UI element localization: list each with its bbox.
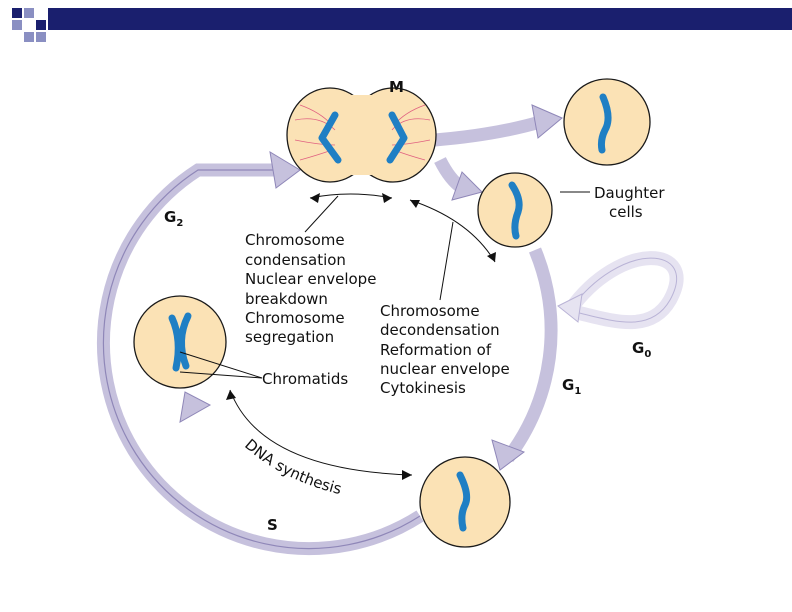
- header-bar: [48, 8, 792, 30]
- cycle-arc-edge: [102, 169, 421, 550]
- arrowhead-daughter-top: [531, 104, 563, 139]
- label-daughter-cells-line1: Daughter: [594, 184, 665, 202]
- label-right-block-1: decondensation: [380, 321, 500, 339]
- daughter-right-chromosome: [508, 181, 523, 240]
- arrowhead-to-m: [269, 151, 301, 189]
- label-right-block-4: Cytokinesis: [380, 379, 466, 397]
- arrow-decondensation-span: [409, 199, 496, 263]
- label-dna-synthesis: DNA synthesis: [241, 435, 343, 498]
- daughter-top-chromosome: [597, 93, 612, 154]
- header-square-6: [36, 32, 46, 42]
- arrowhead-daughter-right: [451, 171, 483, 201]
- pointer-chromatid-2: [179, 371, 263, 379]
- m-chromosome-right: [386, 111, 408, 164]
- label-chromatids: Chromatids: [262, 370, 348, 388]
- label-phase-g0-main: G: [632, 339, 644, 357]
- arrow-m-to-daughter-top: [434, 115, 542, 147]
- header-square-5: [24, 32, 34, 42]
- label-daughter-cells-line2: cells: [609, 203, 643, 221]
- inner-arrow-heads: [226, 193, 496, 480]
- arrowhead-to-g2-cell: [179, 391, 212, 423]
- label-right-block-0: Chromosome: [380, 302, 480, 320]
- label-phase-g1-sub: 1: [574, 386, 581, 397]
- label-phase-m: M: [389, 78, 404, 96]
- label-phase-g1: G1: [562, 376, 581, 397]
- label-left-block-0: Chromosome: [245, 231, 345, 249]
- label-left-block-2: Nuclear envelope: [245, 270, 376, 288]
- label-left-block-5: segregation: [245, 328, 334, 346]
- m-cell-join: [340, 95, 385, 175]
- cycle-arc-m-to-g1: [502, 247, 558, 462]
- pointer-chromatid-1: [179, 351, 263, 379]
- header-decoration: [12, 8, 792, 42]
- g2-chromatid-2: [178, 312, 192, 370]
- g0-loop: [564, 251, 684, 330]
- label-phase-g0-sub: 0: [644, 349, 651, 360]
- label-left-block-1: condensation: [245, 251, 346, 269]
- arrow-dna-synthesis-span: [229, 389, 413, 476]
- g0-loop-edge: [569, 257, 677, 323]
- label-left-block-3: breakdown: [245, 290, 328, 308]
- header-square-2: [24, 8, 34, 18]
- label-phase-g2: G2: [164, 208, 183, 229]
- cycle-ring: [97, 163, 558, 556]
- label-phase-s: S: [267, 516, 278, 534]
- dividing-cell-m: [286, 87, 437, 183]
- header-square-1: [12, 8, 22, 18]
- s-cell-chromosome: [456, 471, 471, 532]
- g2-cell: [133, 295, 227, 389]
- label-right-block-3: nuclear envelope: [380, 360, 510, 378]
- pointer-right-block: [439, 221, 454, 301]
- label-left-block-4: Chromosome: [245, 309, 345, 327]
- pointer-left-block: [304, 195, 339, 233]
- m-chromosome-left: [318, 111, 342, 164]
- arrow-condensation-span: [309, 193, 393, 199]
- daughter-cell-right: [477, 172, 553, 248]
- header-square-3: [12, 20, 22, 30]
- label-phase-g2-main: G: [164, 208, 176, 226]
- daughter-cell-top: [563, 78, 651, 166]
- label-phase-g2-sub: 2: [176, 218, 183, 229]
- arrowhead-to-g1-cell: [491, 439, 526, 471]
- label-right-block-2: Reformation of: [380, 341, 492, 359]
- header-square-4: [36, 20, 46, 30]
- label-phase-g1-main: G: [562, 376, 574, 394]
- s-cell: [419, 456, 511, 548]
- arrowhead-g0: [557, 293, 583, 323]
- label-phase-g0: G0: [632, 339, 651, 360]
- label-dna-synthesis-path: DNA synthesis: [241, 435, 343, 498]
